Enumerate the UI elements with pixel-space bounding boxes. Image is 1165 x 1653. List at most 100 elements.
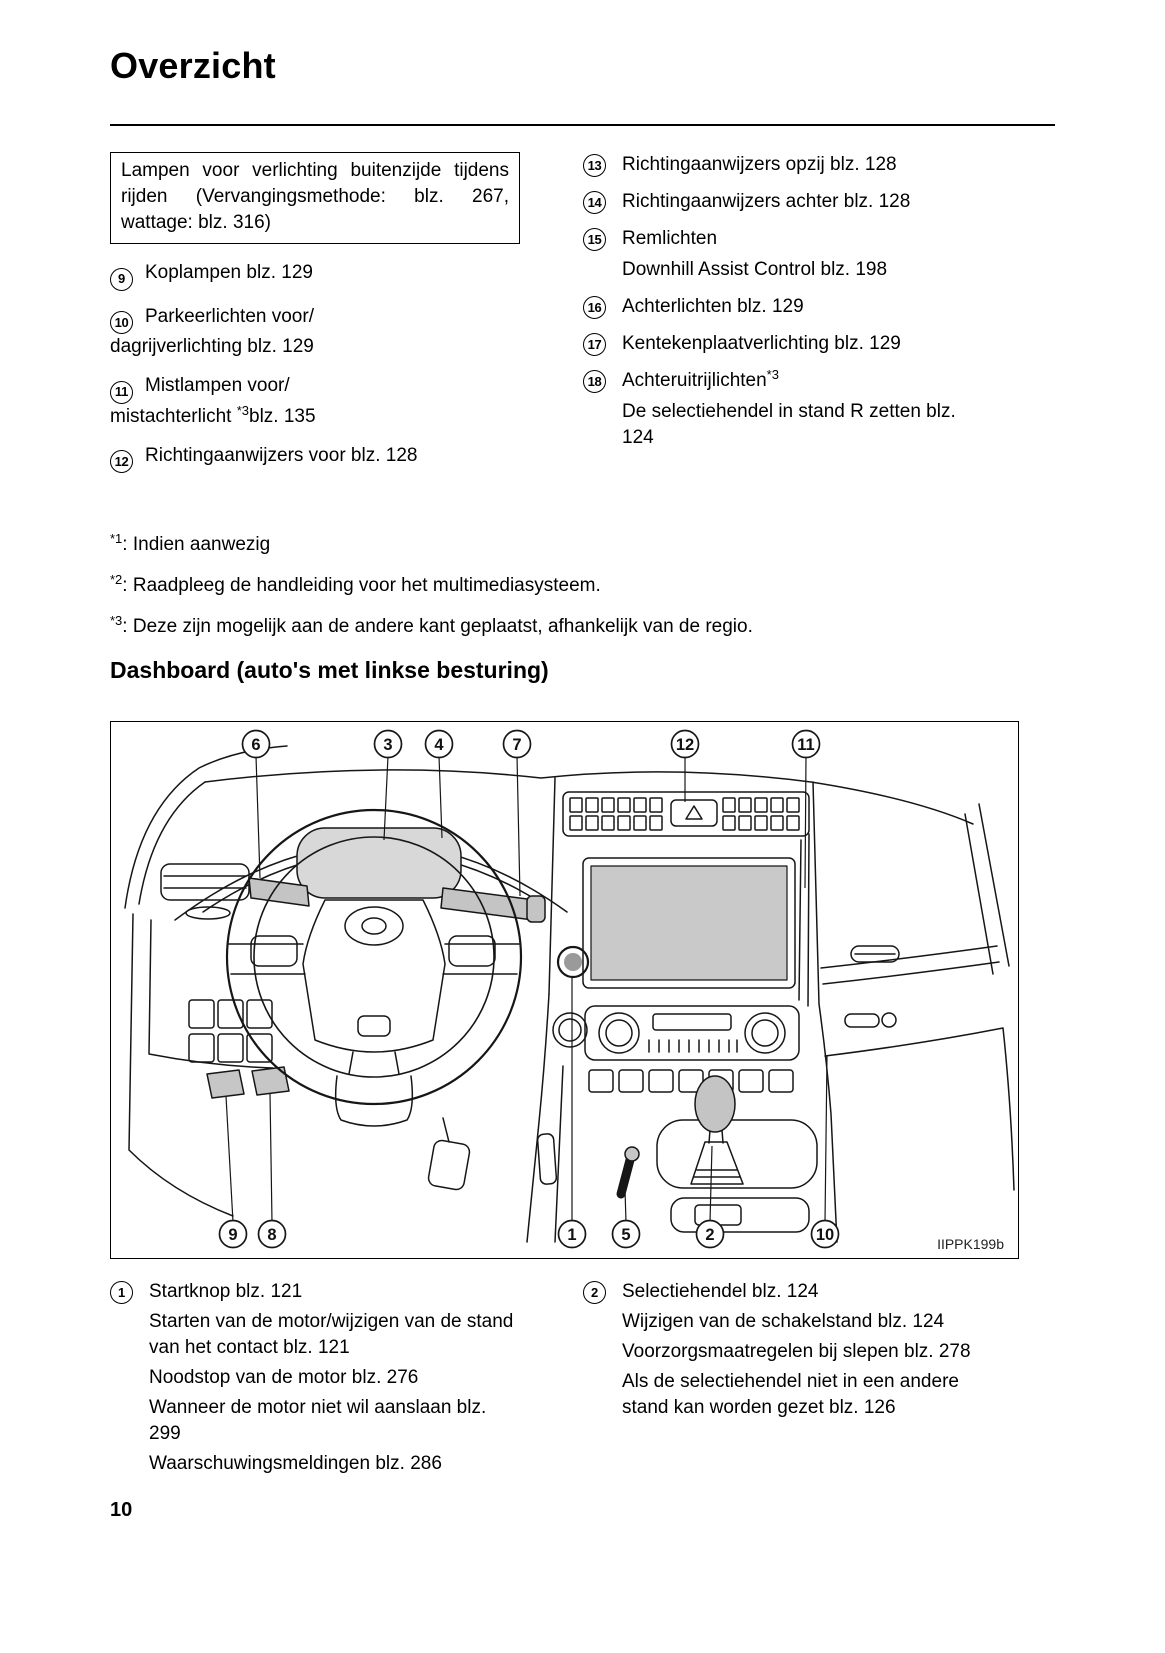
- info-box-text: Lampen voor verlichting buitenzijde tijd…: [121, 160, 509, 207]
- exterior-lights-section: Lampen voor verlichting buitenzijde tijd…: [110, 152, 1055, 486]
- item-text: Richtingaanwijzers voor blz. 128: [145, 444, 418, 466]
- list-item-18: 18 Achteruitrijlichten*3 De selectiehend…: [583, 368, 990, 451]
- footnote-marker: *1: [110, 531, 123, 546]
- footnote-marker: *2: [110, 572, 123, 587]
- figure-legend: 1 Startknop blz. 121 Starten van de moto…: [110, 1279, 1055, 1490]
- svg-text:2: 2: [705, 1226, 714, 1244]
- footnote-marker: *3: [236, 402, 249, 418]
- list-item-9: 9 Koplampen blz. 129: [110, 260, 520, 291]
- footnote-text: : Deze zijn mogelijk aan de andere kant …: [122, 616, 753, 637]
- legend-subitem: Voorzorgsmaatregelen bij slepen blz. 278: [622, 1341, 971, 1362]
- steering-emblem: [344, 906, 404, 946]
- svg-text:9: 9: [228, 1226, 237, 1244]
- item-number-badge: 10: [110, 311, 133, 334]
- infotainment-screen: [582, 857, 796, 989]
- item-text: Koplampen blz. 129: [145, 262, 313, 283]
- footnotes-section: *1: Indien aanwezig *2: Raadpleeg de han…: [110, 532, 1055, 640]
- item-text-continued: mistachterlicht: [110, 405, 237, 427]
- list-item-16: 16 Achterlichten blz. 129: [583, 294, 990, 320]
- item-text: Remlichten: [622, 228, 718, 249]
- item-subtext: De selectiehendel in stand R zetten blz.…: [622, 401, 956, 448]
- legend-subitem: Wijzigen van de schakelstand blz. 124: [622, 1311, 945, 1332]
- item-number-badge: 2: [583, 1281, 606, 1304]
- footnote-marker: *3: [766, 367, 779, 382]
- callout-7: 7: [502, 729, 532, 759]
- callout-3: 3: [373, 729, 403, 759]
- list-item-15: 15 Remlichten Downhill Assist Control bl…: [583, 226, 990, 283]
- item-number-badge: 1: [110, 1281, 133, 1304]
- footnote-marker: *3: [110, 613, 123, 628]
- left-knob: [552, 1012, 588, 1048]
- dashboard-illustration: 6 3 4 7 12 11 9 8 1 5 2 10 IIPPK199b: [124, 729, 1015, 1252]
- figure-callouts: 6 3 4 7 12 11 9 8 1 5 2 10: [218, 729, 840, 1249]
- svg-text:11: 11: [797, 736, 814, 754]
- footnote-3: *3: Deze zijn mogelijk aan de andere kan…: [110, 614, 1055, 640]
- exterior-lights-info-box: Lampen voor verlichting buitenzijde tijd…: [110, 152, 520, 244]
- callout-8: 8: [257, 1219, 287, 1249]
- item-number-badge: 18: [583, 370, 606, 393]
- svg-text:6: 6: [251, 736, 260, 754]
- legend-subitem: Waarschuwingsmeldingen blz. 286: [149, 1453, 442, 1474]
- legend-item-title: Startknop blz. 121: [149, 1281, 303, 1302]
- brake-pedal: [427, 1139, 471, 1191]
- exterior-right-column: 13 Richtingaanwijzers opzij blz. 128 14 …: [583, 152, 990, 486]
- center-air-vents: [562, 791, 810, 837]
- item-number-badge: 11: [110, 380, 133, 404]
- callout-9: 9: [218, 1219, 248, 1249]
- callout-4: 4: [424, 729, 454, 759]
- callout-6: 6: [241, 729, 271, 759]
- svg-text:7: 7: [512, 736, 521, 754]
- small-lever: [616, 1146, 640, 1199]
- svg-text:8: 8: [267, 1226, 276, 1244]
- item-text: Achteruitrijlichten: [622, 370, 767, 391]
- list-item-12: 12 Richtingaanwijzers voor blz. 128: [110, 443, 520, 473]
- item-text-continued-2: blz. 135: [249, 405, 316, 427]
- legend-subitem: Wanneer de motor niet wil aanslaan blz. …: [149, 1397, 487, 1444]
- item-text: Kentekenplaatverlichting blz. 129: [622, 333, 901, 354]
- page-title: Overzicht: [110, 45, 276, 86]
- item-number-badge: 12: [110, 450, 133, 473]
- list-item-14: 14 Richtingaanwijzers achter blz. 128: [583, 189, 990, 215]
- exterior-left-column: Lampen voor verlichting buitenzijde tijd…: [110, 152, 520, 486]
- footnote-1: *1: Indien aanwezig: [110, 532, 1055, 558]
- svg-text:3: 3: [383, 736, 392, 754]
- accelerator-pedal: [536, 1133, 558, 1185]
- callout-10: 10: [810, 1219, 840, 1249]
- console-tray: [670, 1197, 810, 1233]
- callout-12: 12: [670, 729, 700, 759]
- item-number-badge: 17: [583, 333, 606, 356]
- dashboard-linework: [124, 745, 1015, 1243]
- glovebox-handle: [844, 1013, 880, 1028]
- item-number-badge: 15: [583, 228, 606, 251]
- item-subtext: Downhill Assist Control blz. 198: [622, 259, 888, 280]
- item-number-badge: 16: [583, 296, 606, 319]
- dashboard-heading: Dashboard (auto's met linkse besturing): [110, 657, 549, 683]
- item-text: Richtingaanwijzers achter blz. 128: [622, 191, 911, 212]
- info-box-text-2: (Vervangingsmethode: blz. 267, wattage: …: [121, 186, 509, 233]
- dashboard-figure: 6 3 4 7 12 11 9 8 1 5 2 10 IIPPK199b: [110, 721, 1019, 1259]
- item-text: Parkeerlichten voor/: [145, 305, 314, 327]
- item-text: Achterlichten blz. 129: [622, 296, 804, 317]
- start-button: [556, 945, 590, 979]
- gear-shifter: [656, 1075, 818, 1189]
- hazard-switch: [670, 799, 718, 827]
- list-item-13: 13 Richtingaanwijzers opzij blz. 128: [583, 152, 990, 178]
- svg-text:12: 12: [676, 736, 694, 754]
- footnote-text: : Indien aanwezig: [122, 534, 271, 555]
- item-number-badge: 9: [110, 267, 133, 291]
- item-number-badge: 13: [583, 154, 606, 177]
- switch-button-9: [206, 1069, 245, 1099]
- svg-text:1: 1: [567, 1226, 576, 1244]
- callout-leader-lines: [225, 755, 828, 1223]
- legend-item-1: 1 Startknop blz. 121 Starten van de moto…: [110, 1279, 520, 1479]
- right-stalk: [440, 887, 536, 921]
- item-text: Mistlampen voor/: [145, 375, 290, 396]
- list-item-17: 17 Kentekenplaatverlichting blz. 129: [583, 331, 990, 357]
- center-button-row: [588, 1069, 794, 1093]
- callout-5: 5: [611, 1219, 641, 1249]
- item-number-badge: 14: [583, 191, 606, 214]
- svg-text:5: 5: [621, 1226, 630, 1244]
- figure-reference-code: IIPPK199b: [937, 1236, 1004, 1252]
- svg-text:4: 4: [434, 736, 444, 754]
